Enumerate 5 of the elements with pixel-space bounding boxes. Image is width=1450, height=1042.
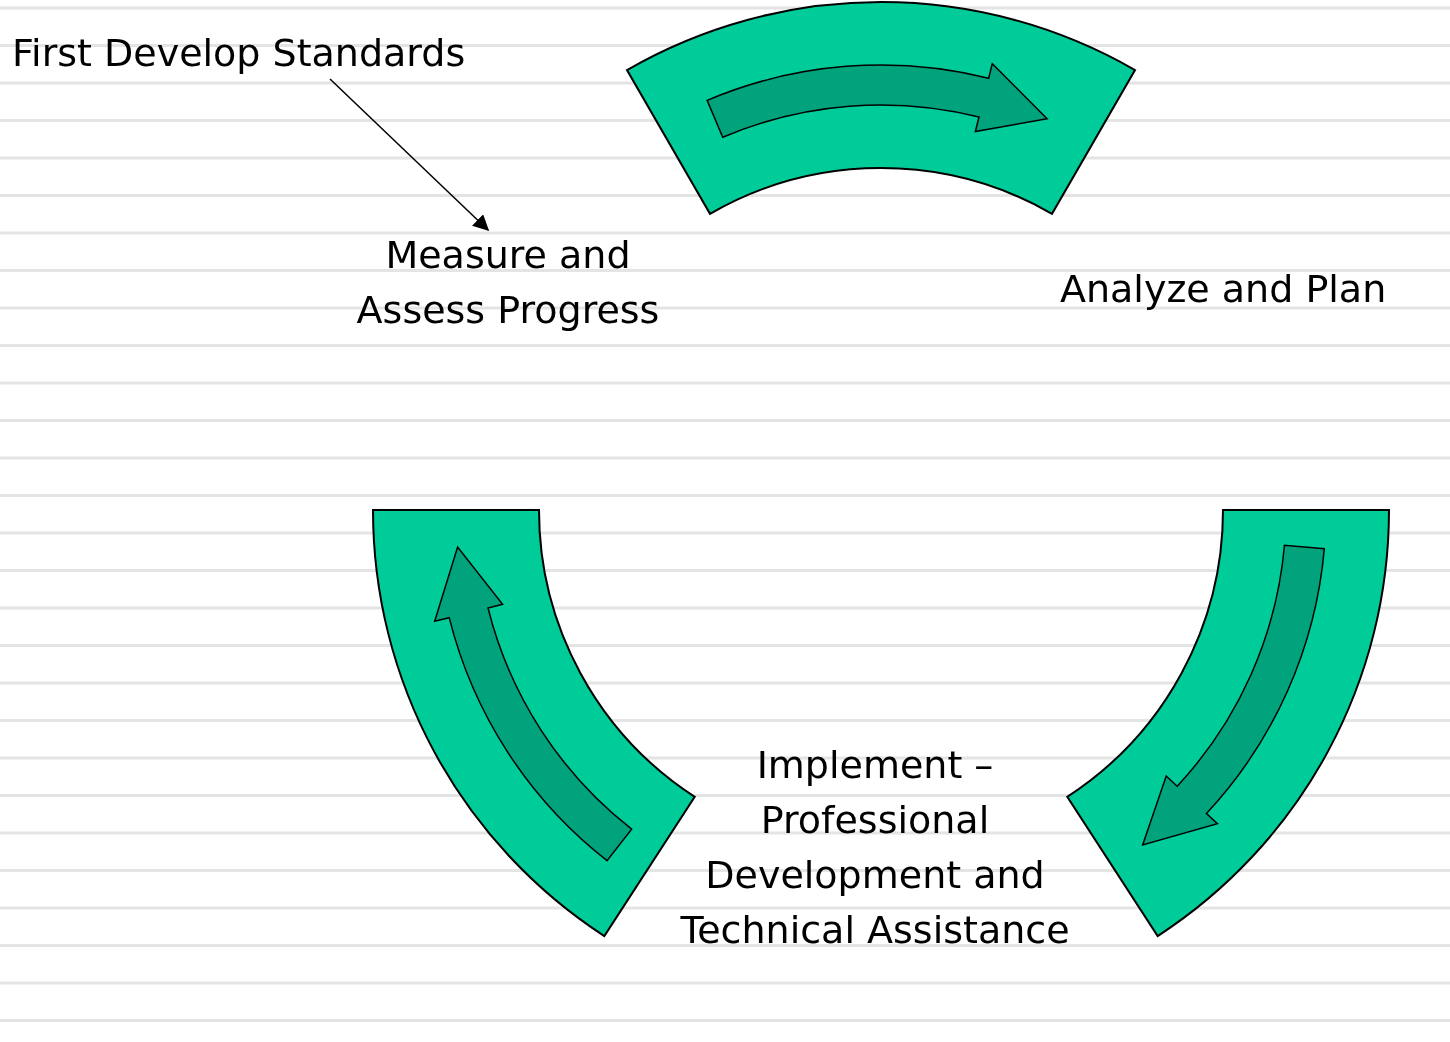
step-label: Implement – Professional Development and Technical Assistance [675,738,1075,959]
step-label: First Develop Standards [12,26,466,82]
step-label: Measure and Assess Progress [318,228,698,339]
step-label: Analyze and Plan [1060,262,1387,318]
arrow [329,78,490,232]
